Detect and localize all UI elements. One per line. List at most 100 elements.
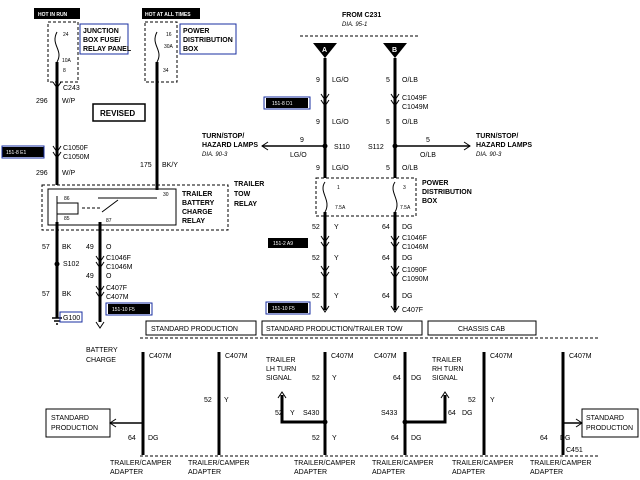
pdb2-fuse3-amp: 7.5A — [400, 205, 411, 211]
dia-95-1: DIA. 95-1 — [342, 22, 367, 28]
s433-label: S433 — [381, 410, 397, 417]
wire-64-c-color: DG — [402, 293, 413, 300]
c1050m-label: C1050M — [63, 154, 90, 161]
wire-64-f-color: DG — [462, 410, 473, 417]
wire-175-num: 175 — [140, 162, 152, 169]
wire-52-a-color: Y — [334, 224, 339, 231]
std-prod-left-2: PRODUCTION — [51, 425, 98, 432]
ref-151-10-f5-left: 151-10 F5 — [108, 304, 150, 314]
wire-64-b-num: 64 — [382, 255, 390, 262]
wire-52-b-color: Y — [334, 255, 339, 262]
pdb2-outline — [315, 177, 417, 217]
relay-outline — [41, 184, 229, 231]
wire-9-d-color: LG/O — [332, 165, 349, 172]
std-prod-right-1: STANDARD — [586, 415, 624, 422]
adapter-3-line1: TRAILER/CAMPER — [294, 460, 355, 467]
fuse16-pin: 34 — [163, 68, 169, 74]
wire-64-g-color: DG — [411, 435, 422, 442]
junction-box-title-1: JUNCTION — [83, 28, 119, 35]
chassis-cab-header — [427, 320, 537, 336]
c1050f-label: C1050F — [63, 145, 88, 152]
wire-64-f-num: 64 — [448, 410, 456, 417]
ref-151-8-e1-text: 151-8 E1 — [6, 150, 27, 156]
connector-c1046-right — [320, 235, 400, 249]
wire-64-a-color: DG — [402, 224, 413, 231]
wire-9-a-num: 9 — [316, 77, 320, 84]
trailer-lh-1: TRAILER — [266, 357, 296, 364]
c1046f-left-label: C1046F — [106, 255, 131, 262]
wire-49-b-color: O — [106, 273, 112, 280]
wire-52-c-num: 52 — [312, 293, 320, 300]
fuse16-symbol — [154, 31, 160, 63]
relay-sub-1: TRAILER — [182, 191, 212, 198]
junction-box-title-3: RELAY PANEL — [83, 46, 132, 53]
pdb2-title-2: DISTRIBUTION — [422, 189, 472, 196]
battery-arrow — [95, 321, 105, 329]
ref-151-10-f5-left-frame — [105, 302, 153, 316]
wire-9-b-num: 9 — [316, 119, 320, 126]
c1046m-right-label: C1046M — [402, 244, 429, 251]
c407m-left-label: C407M — [106, 294, 129, 301]
adapter-1-line2: ADAPTER — [110, 469, 143, 476]
wire-52-f-num: 52 — [312, 435, 320, 442]
relay-inner — [47, 188, 177, 226]
g100-frame — [59, 311, 83, 323]
c407m-col4: C407M — [374, 353, 397, 360]
ref-151-8-d1: 151-8 D1 — [266, 98, 308, 108]
ref-151-8-d1-frame — [263, 96, 311, 110]
wire-5-d-color: O/LB — [402, 165, 418, 172]
pdb2-title-3: BOX — [422, 198, 438, 205]
wire-52-e-color: Y — [290, 410, 295, 417]
wire-57-b-num: 57 — [42, 291, 50, 298]
connector-c407-left — [95, 285, 105, 299]
relay-sub-4: RELAY — [182, 218, 205, 225]
revised-box — [92, 103, 146, 122]
wire-52-g-color: Y — [224, 397, 229, 404]
wire-49-a-num: 49 — [86, 244, 94, 251]
chassis-cab-label: CHASSIS CAB — [458, 326, 505, 333]
relay-pin-85: 85 — [64, 216, 70, 222]
fuse16-amp: 30A — [164, 44, 174, 50]
wire-57-a-color: BK — [62, 244, 72, 251]
ts-right-3: DIA. 90-3 — [476, 152, 502, 158]
wire-5-b-color: O/LB — [402, 119, 418, 126]
std-prod-tow-header — [261, 320, 423, 336]
std-prod-right-box — [581, 408, 639, 438]
ts-left-3: DIA. 90-3 — [202, 152, 228, 158]
s112-label: S112 — [368, 144, 384, 151]
hot-at-all-times-box — [142, 8, 200, 19]
wire-64-h-color: DG — [148, 435, 159, 442]
c1090f-label: C1090F — [402, 267, 427, 274]
wire-175-color: BK/Y — [162, 162, 178, 169]
c1049m-label: C1049M — [402, 104, 429, 111]
adapter-4-line2: ADAPTER — [372, 469, 405, 476]
battery-label-2: CHARGE — [86, 357, 116, 364]
pdb2-fuse3: 3 — [403, 185, 406, 191]
splice-s112 — [392, 143, 398, 149]
pdb2-fuse3-symbol — [392, 181, 398, 213]
revised-label: REVISED — [100, 109, 135, 118]
adapter-5-line2: ADAPTER — [452, 469, 485, 476]
wire-5-c-color: O/LB — [420, 152, 436, 159]
rh-turn-arrow — [440, 391, 450, 399]
adapter-6-line1: TRAILER/CAMPER — [530, 460, 591, 467]
wire-49-b-num: 49 — [86, 273, 94, 280]
wire-52-a-num: 52 — [312, 224, 320, 231]
c451-label: C451 — [566, 447, 583, 454]
hot-at-all-times-label: HOT AT ALL TIMES — [145, 12, 191, 18]
c1049f-label: C1049F — [402, 95, 427, 102]
junction-box-label-frame — [79, 23, 129, 55]
wire-64-e-num: 64 — [393, 375, 401, 382]
lh-turn-arrow — [277, 391, 287, 399]
relay-sub-2: BATTERY — [182, 200, 215, 207]
ts-right-2: HAZARD LAMPS — [476, 142, 532, 149]
c1090m-label: C1090M — [402, 276, 429, 283]
c407m-col6: C407M — [569, 353, 592, 360]
connector-b-label: B — [392, 47, 397, 54]
adapter-2-line2: ADAPTER — [188, 469, 221, 476]
ref-151-10-f5-right-text: 151-10 F5 — [272, 306, 295, 312]
ref-151-10-f5-right: 151-10 F5 — [268, 303, 308, 313]
fuse24-label: 24 — [63, 32, 69, 38]
splice-s433 — [402, 419, 408, 425]
std-prod-right-arrow — [575, 418, 583, 428]
